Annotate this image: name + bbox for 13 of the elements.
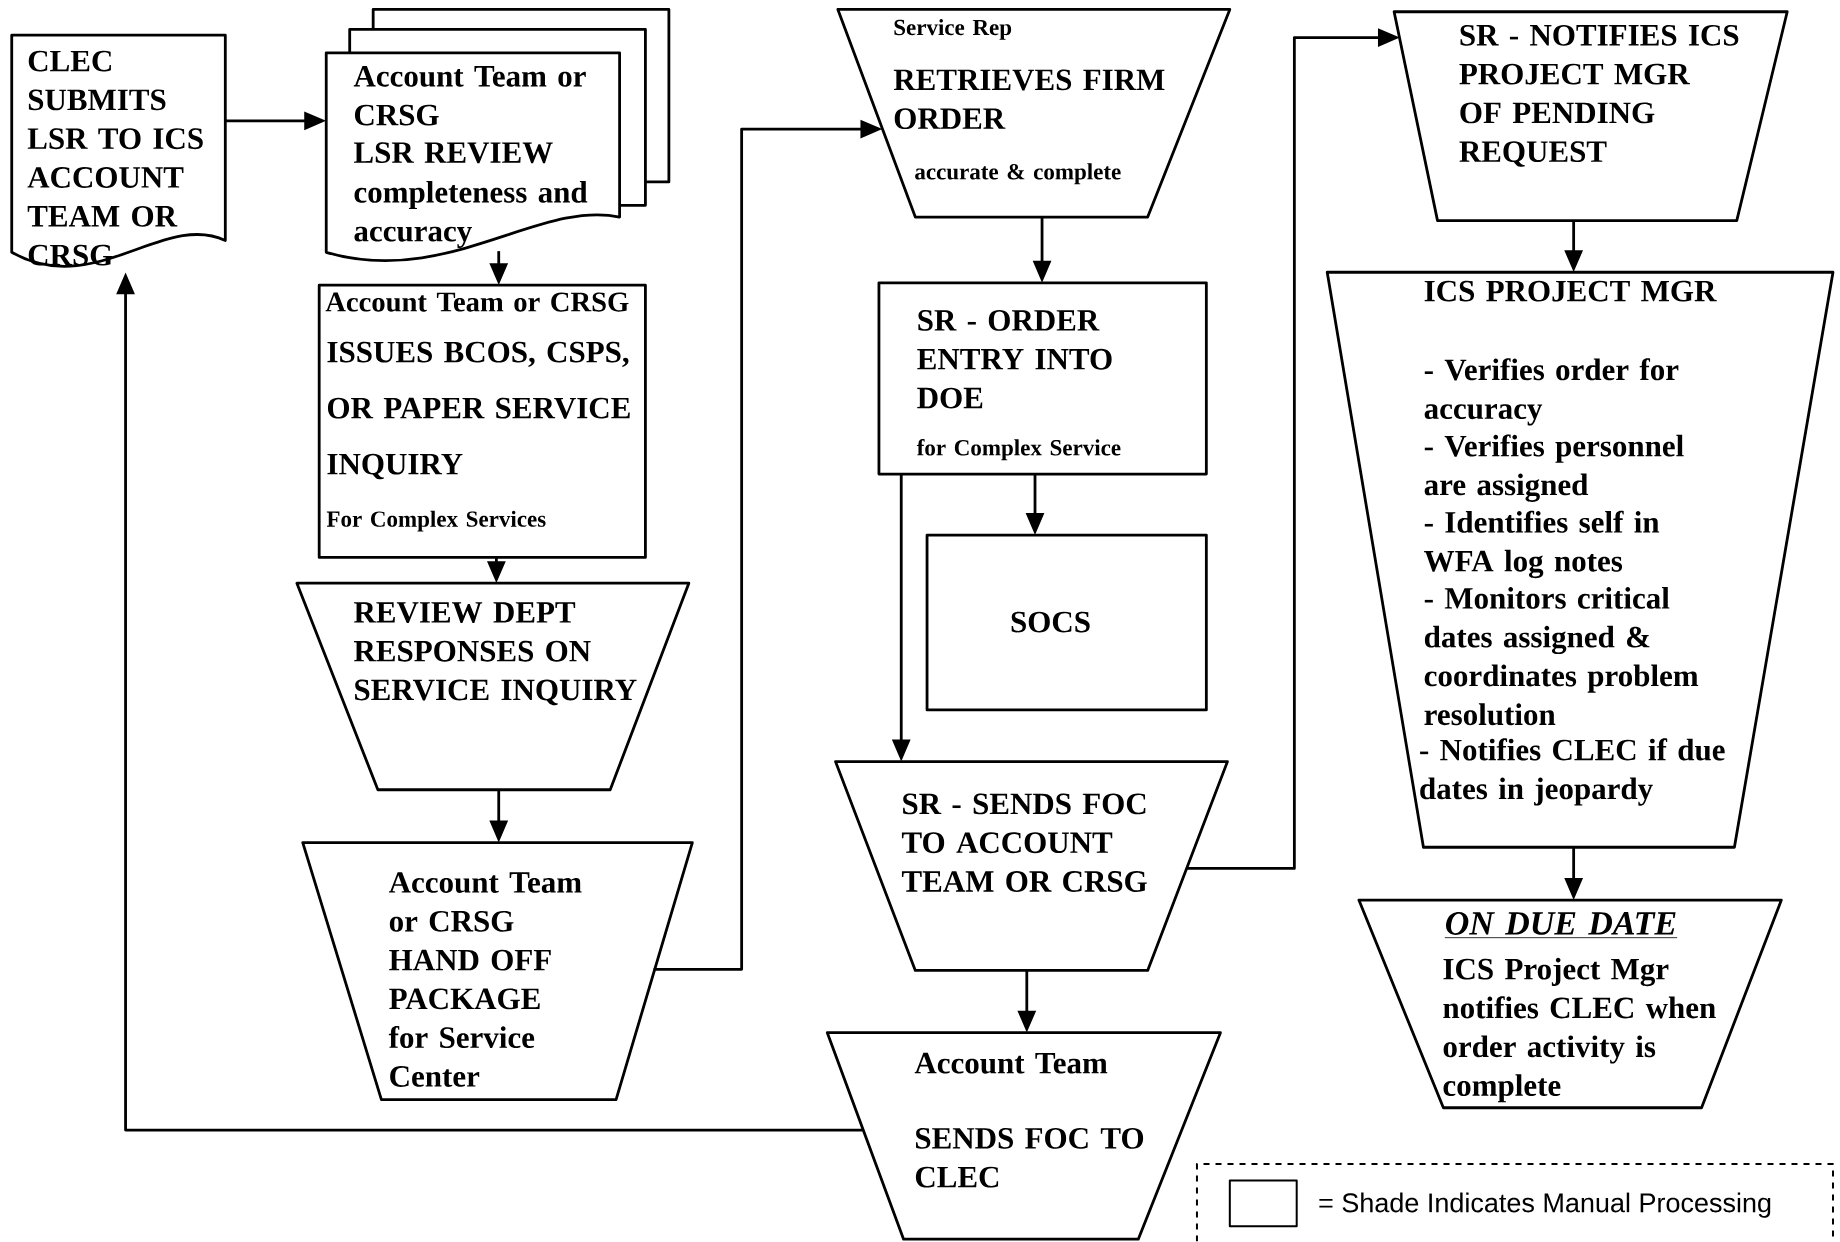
trapezoid-box: REVIEW DEPT RESPONSES ON SERVICE INQUIRY <box>295 582 691 792</box>
trapezoid-box: ICS PROJECT MGR - Verifies order for accuracy - Verifies personnel are assigned - Identifies self in WFA log notes - Monitors critical dates assigned & coordinates problem resolution - Notifies CLEC if due dates in jeopardy <box>1325 271 1835 849</box>
process-box: SR - ORDER ENTRY INTO DOE for Complex Service <box>877 281 1208 476</box>
trapezoid-box: Service Rep RETRIEVES FIRM ORDER accurate & complete <box>836 8 1232 219</box>
process-box: SOCS <box>925 533 1208 712</box>
trapezoid-box: SR - NOTIFIES ICS PROJECT MGR OF PENDING REQUEST <box>1392 10 1789 223</box>
trapezoid-box: ON DUE DATE ICS Project Mgr notifies CLEC when order activity is complete <box>1357 898 1783 1110</box>
process-box: Account Team or CRSG ISSUES BCOS, CSPS, OR PAPER SERVICE INQUIRY For Complex Services <box>317 284 647 560</box>
trapezoid-box: SR - SENDS FOC TO ACCOUNT TEAM OR CRSG <box>834 760 1229 973</box>
trapezoid-box: Account Team or CRSG HAND OFF PACKAGE for Service Center <box>301 841 694 1102</box>
stacked-documents: Account Team or CRSG LSR REVIEW completeness and accuracy <box>324 8 671 263</box>
legend-text: = Shade Indicates Manual Processing <box>1319 1192 1771 1218</box>
trapezoid-box: Account Team SENDS FOC TO CLEC <box>825 1031 1222 1241</box>
